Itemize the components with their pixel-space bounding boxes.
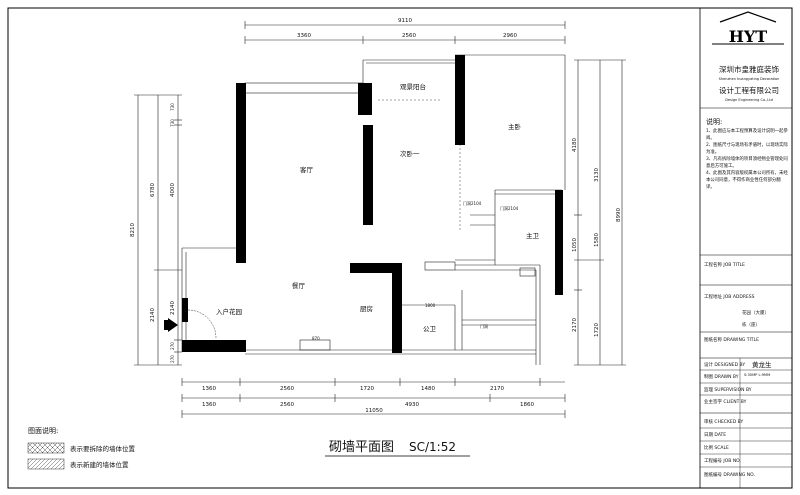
note-2: 2、图纸尺寸与现场有矛盾时，以现场实际为准。 (706, 143, 788, 155)
room-master-bedroom: 主卧 (508, 122, 522, 131)
tb-drawing-title: 图纸名称 DRAWING TITLE (704, 336, 759, 343)
tb-client-label: 业主签字 CLIENT BY (704, 398, 747, 405)
note-4: 4、此图及其内容版权属本公司所有，未经本公司同意，不得作商业性任何部分翻译。 (706, 171, 788, 190)
tb-drawing-no-label: 图纸编号 DRAWING NO. (704, 471, 755, 478)
dim-right-mid-2: 1720 (594, 323, 600, 337)
room-entry-garden: 入户花园 (216, 307, 242, 316)
dim-bottom1-1: 1360 (202, 386, 216, 392)
legend-demolish-swatch (27, 442, 65, 454)
note-1: 1、此图应与本工程预算及设计说明一起参阅。 (706, 129, 788, 141)
dim-right-mid-1: 1580 (594, 233, 600, 247)
dim-bottom1-3: 1720 (360, 386, 374, 392)
dim-left-in-4: 2140 (170, 301, 176, 315)
company-name-1: 深圳市皇雅庭装饰 (719, 64, 779, 74)
dim-right-outer: 8990 (616, 208, 622, 222)
tb-date-label: 日期 DATE (704, 432, 726, 438)
tb-job-no-label: 工程编号 JOB NO. (704, 457, 741, 464)
dim-top-total: 9110 (398, 18, 412, 24)
room-labels: 观景阳台 客厅 次卧一 主卧 主卫 餐厅 入户花园 厨房 公卫 (216, 82, 540, 333)
note-3: 3、凡有拆除墙体的项目须经物业管理处同意后方可施工。 (706, 157, 788, 169)
company-logo: HYT (712, 11, 784, 46)
room-master-bath: 主卫 (526, 231, 540, 240)
svg-text:门洞2104: 门洞2104 (463, 200, 482, 206)
legend-new-label: 表示新建的墙体位置 (70, 460, 129, 469)
tb-drawn-label: 制图 DRAWN BY (704, 373, 739, 380)
dim-bottom-total: 11050 (365, 408, 383, 414)
company-name-en-1: Shenzhen huangyating Decoration (719, 77, 780, 81)
left-dimensions: 8210 6780 2140 730 730 4000 2140 270 270 (130, 94, 182, 366)
room-balcony: 观景阳台 (400, 82, 426, 91)
room-second-bedroom: 次卧一 (400, 149, 420, 158)
dim-bottom1-5: 2170 (490, 386, 504, 392)
dim-top-1: 3360 (297, 33, 311, 39)
drawing-title-text: 砌墙平面图 (329, 440, 394, 455)
dim-bottom2-1: 1360 (202, 402, 216, 408)
legend-new-swatch (27, 458, 65, 470)
tb-scale-label: 比例 SCALE (704, 444, 729, 451)
room-public-bath: 公卫 (423, 325, 437, 333)
sheet-border (7, 7, 793, 489)
logo-text: HYT (729, 27, 768, 46)
dim-left-in-6: 270 (170, 355, 175, 363)
company-name-en-2: Design Engineering Co.,Ltd (725, 98, 773, 102)
dim-left-mid-2: 2140 (150, 308, 156, 322)
floor-plan: 门洞2104 门洞2104 1800 门洞 870 (164, 54, 566, 365)
svg-text:门洞2104: 门洞2104 (500, 205, 519, 211)
legend-demolish-label: 表示要拆除的墙体位置 (70, 444, 136, 453)
tb-area: 花园（大厦） (742, 309, 769, 316)
tb-supervision-label: 监理 SUPERVISION BY (704, 386, 752, 393)
top-dimensions: 9110 3360 2560 2960 (244, 18, 566, 44)
bottom-dimensions: 1360 2560 1720 1480 2170 1360 2560 4930 … (181, 378, 566, 418)
entry-arrow-icon (168, 318, 178, 332)
legend-heading: 图面说明: (28, 426, 58, 435)
drawing-title: 砌墙平面图 SC/1:52 (325, 440, 470, 457)
dim-left-outer: 8210 (130, 223, 136, 237)
room-dining: 餐厅 (292, 281, 306, 290)
tb-project-title: 工程名称 JOB TITLE (704, 261, 745, 268)
dim-bottom2-3: 4930 (405, 402, 419, 408)
dim-right-in-1: 4180 (572, 138, 578, 152)
title-block: HYT 深圳市皇雅庭装饰 Shenzhen huangyating Decora… (700, 11, 792, 488)
dim-left-mid-1: 6780 (150, 183, 156, 197)
dim-bottom1-2: 2560 (280, 386, 294, 392)
dim-right-in-3: 1050 (572, 238, 578, 252)
dim-right-in-2: 3130 (594, 168, 600, 182)
notes-heading: 说明: (706, 117, 722, 126)
dim-bottom2-2: 2560 (280, 402, 294, 408)
right-dimensions: 4180 3130 1050 2170 1580 1720 8990 (572, 59, 626, 366)
svg-text:870: 870 (312, 336, 320, 341)
dim-left-in-2: 730 (170, 119, 175, 127)
tb-designer-label: 设计 DESIGNED BY (704, 361, 745, 368)
dim-top-2: 2560 (402, 33, 416, 39)
dim-left-in-5: 270 (170, 342, 175, 350)
tb-project-address: 工程地址 JOB ADDRESS (704, 293, 755, 300)
dim-left-in-1: 730 (170, 103, 175, 111)
company-name-2: 设计工程有限公司 (719, 85, 779, 95)
drawing-scale: SC/1:52 (409, 440, 456, 454)
dim-left-in-3: 4000 (170, 183, 176, 197)
tb-unit: 栋（座） (742, 321, 760, 328)
dim-top-3: 2960 (503, 33, 517, 39)
svg-text:门洞: 门洞 (480, 323, 488, 329)
dim-bottom1-4: 1480 (421, 386, 435, 392)
legend: 图面说明: 表示要拆除的墙体位置 表示新建的墙体位置 (27, 426, 136, 470)
tb-designer-name: 黄龙生 (752, 360, 772, 369)
room-living: 客厅 (300, 165, 314, 174)
room-kitchen: 厨房 (360, 304, 373, 313)
dim-bottom2-4: 1860 (520, 402, 534, 408)
tb-drawn-value: S:30MP L:9MM (744, 373, 770, 377)
svg-text:1800: 1800 (425, 303, 436, 308)
tb-checked-label: 审核 CHECKED BY (704, 418, 743, 425)
dim-right-in-4: 2170 (572, 318, 578, 332)
